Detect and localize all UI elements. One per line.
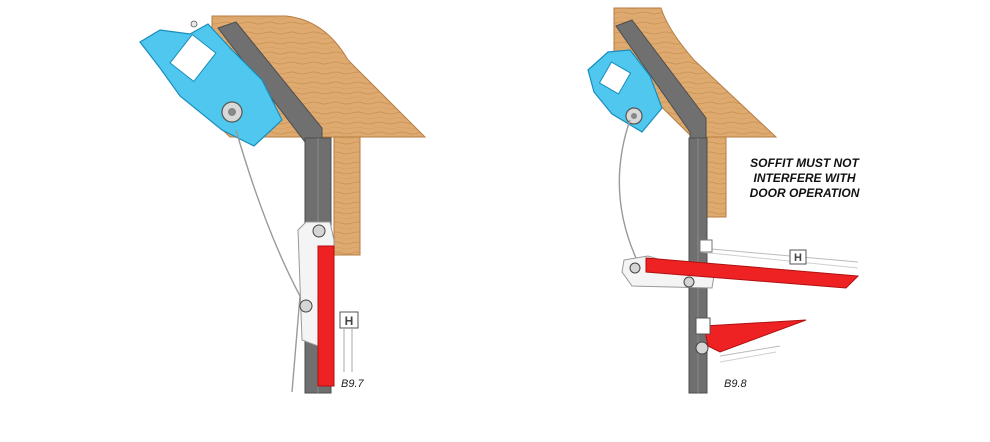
figure-label-b98: B9.8 xyxy=(724,378,747,390)
roller-right-a xyxy=(629,262,641,274)
hinge-left: H xyxy=(339,311,359,372)
soffit-wood-left xyxy=(333,136,361,256)
roller-right-b xyxy=(683,276,695,288)
note-line-3: DOOR OPERATION xyxy=(749,186,860,200)
door-panel-left xyxy=(317,245,335,387)
note-line-1: SOFFIT MUST NOT xyxy=(750,156,859,170)
header-wood-right xyxy=(613,7,778,138)
door-panel-right-lower xyxy=(703,319,807,353)
roller-top-left xyxy=(312,224,326,238)
roller-mid-left xyxy=(299,299,313,313)
cable-right xyxy=(618,119,637,259)
hinge-right-mid xyxy=(699,239,713,253)
svg-text:H: H xyxy=(345,314,354,328)
note-line-2: INTERFERE WITH xyxy=(753,171,856,185)
cable-left xyxy=(235,129,301,393)
figure-b98: H xyxy=(587,7,860,394)
hinge-right-upper: H xyxy=(789,249,807,265)
hinge-right-lower xyxy=(695,317,781,363)
operator-left xyxy=(139,20,283,147)
soffit-warning-note: SOFFIT MUST NOT INTERFERE WITH DOOR OPER… xyxy=(742,156,867,201)
figure-b97: H xyxy=(139,15,427,394)
svg-text:H: H xyxy=(794,252,802,264)
figure-label-b97: B9.7 xyxy=(341,378,364,390)
door-panel-right-upper xyxy=(645,257,860,289)
soffit-wood-right xyxy=(705,136,727,218)
